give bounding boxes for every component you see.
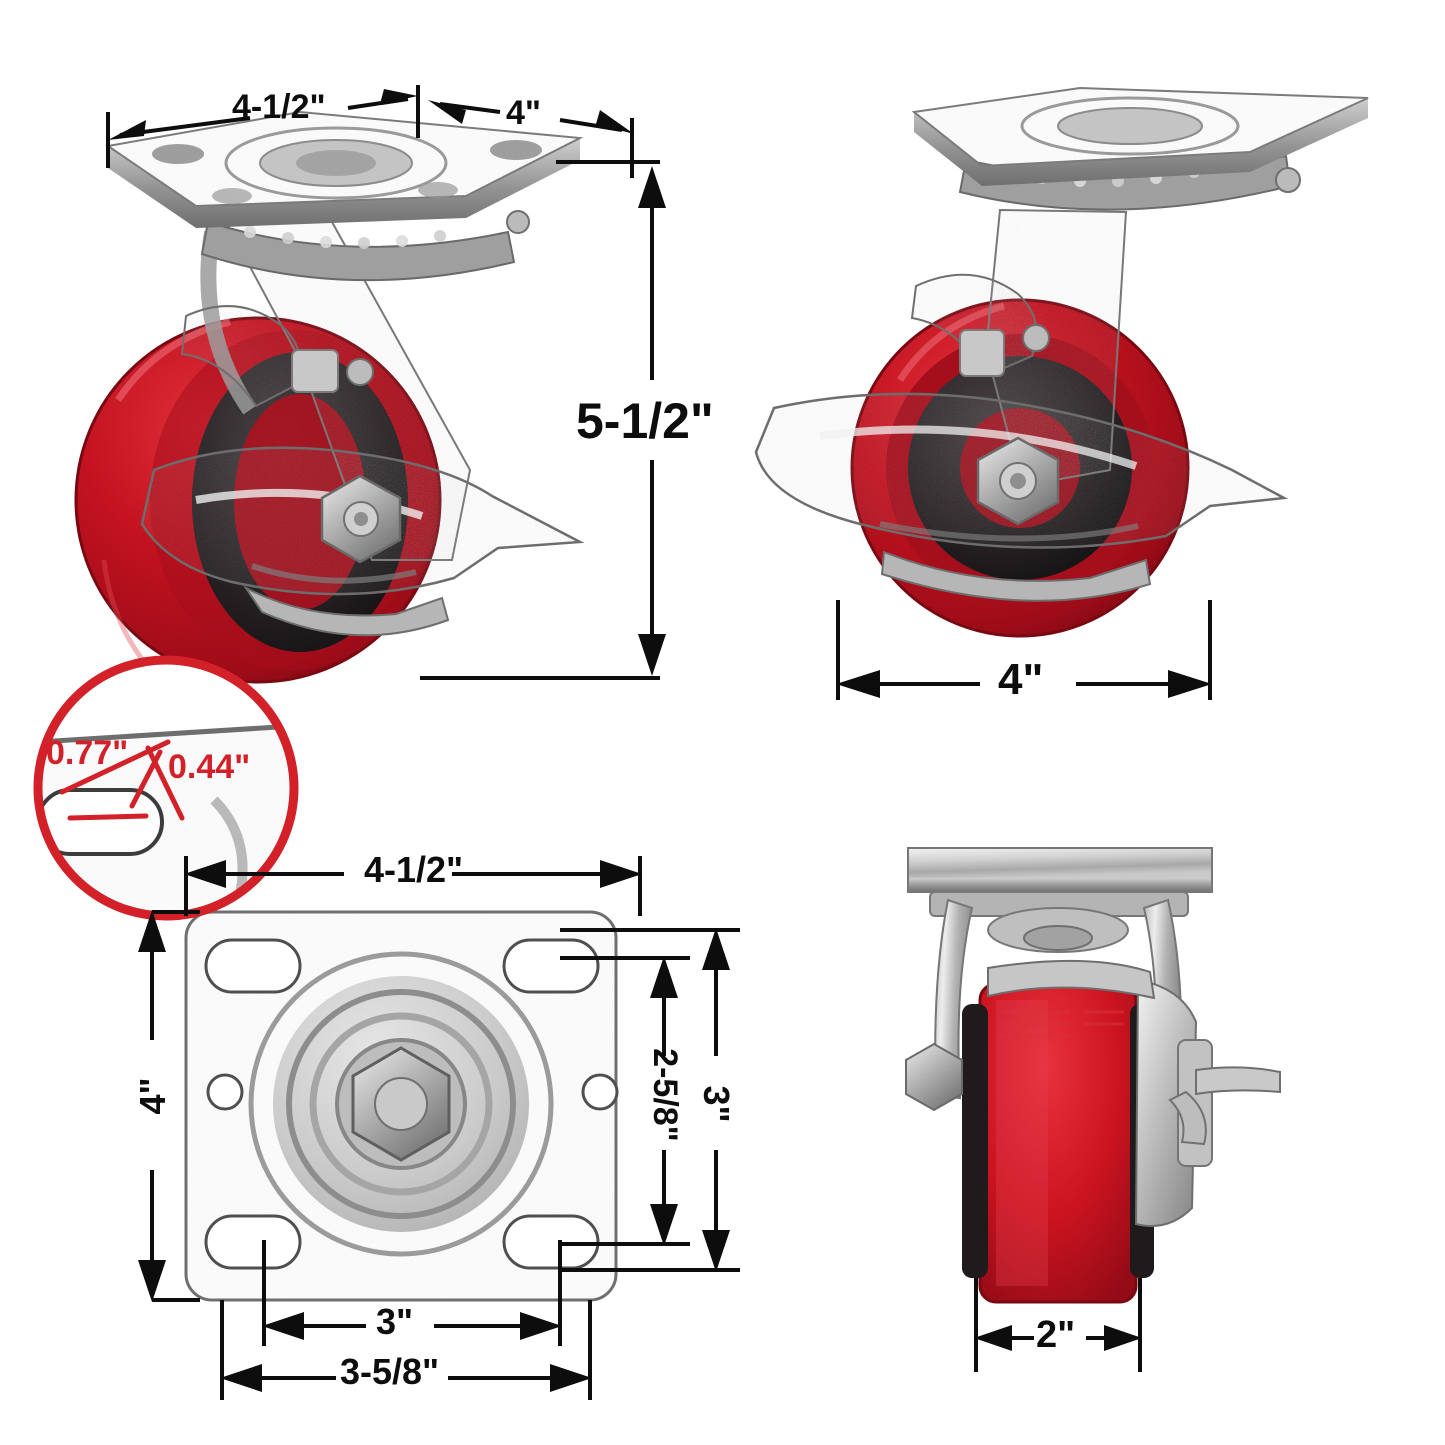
axle-nut-tr — [976, 436, 1060, 526]
dimension-lines — [106, 85, 1212, 1400]
top-plate-br — [907, 847, 1213, 917]
dim-label-top-plate-width: 4" — [506, 94, 542, 132]
top-plate-plan-illustration — [184, 910, 619, 1302]
dim-label-bolt-spacing-inner-vertical: 2-5/8" — [646, 1048, 684, 1142]
caster-illustration-front — [754, 86, 1369, 638]
dim-label-overall-height: 5-1/2" — [576, 393, 714, 449]
dim-label-bolt-spacing-outer-vertical: 3" — [696, 1085, 737, 1123]
dim-label-plate-length: 4-1/2" — [364, 849, 464, 890]
kingpin-nut — [351, 1046, 451, 1162]
dim-label-top-plate-length: 4-1/2" — [232, 88, 326, 126]
bolt-hole-callout — [33, 655, 299, 921]
dim-label-bolt-spacing-inner-horizontal: 3" — [376, 1301, 414, 1342]
caster-illustration-three-quarter — [74, 110, 585, 684]
dim-label-slot-width: 0.44" — [168, 748, 251, 786]
axle-nut-tl — [320, 474, 402, 564]
bolt-slots — [204, 938, 600, 1270]
dim-label-wheel-width: 2" — [1036, 1314, 1076, 1356]
dim-label-slot-length: 0.77" — [46, 734, 129, 772]
dim-label-wheel-diameter: 4" — [998, 655, 1044, 704]
dim-label-plate-width: 4" — [132, 1077, 173, 1115]
caster-illustration-rear — [905, 847, 1281, 1304]
axle-nut-br — [905, 1042, 963, 1112]
top-plate-tr — [911, 86, 1369, 186]
dim-label-bolt-spacing-outer-horizontal: 3-5/8" — [340, 1351, 440, 1392]
